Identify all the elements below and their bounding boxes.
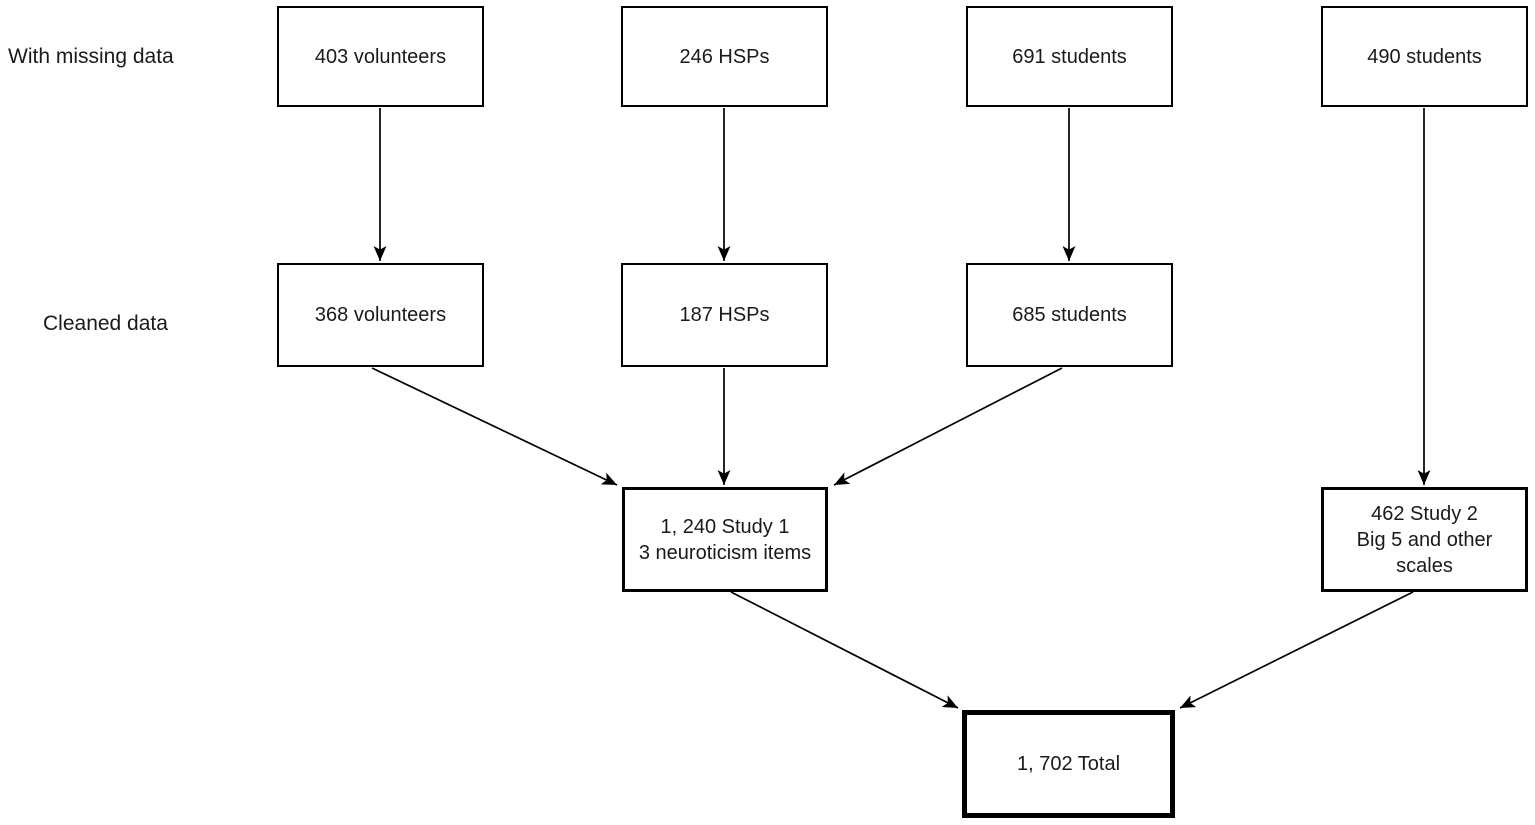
node-label: 403 volunteers xyxy=(314,45,447,68)
arrow-368-to-study1 xyxy=(371,367,618,486)
node-403-volunteers: 403 volunteers xyxy=(277,6,484,107)
node-685-students: 685 students xyxy=(966,263,1173,367)
node-691-students: 691 students xyxy=(966,6,1173,107)
node-label: 490 students xyxy=(1367,45,1482,68)
node-label: 1, 702 Total xyxy=(1016,753,1121,775)
node-study1: 1, 240 Study 1 3 neuroticism items xyxy=(622,487,828,592)
arrow-study1-to-total xyxy=(730,591,959,709)
arrow-study2-to-total xyxy=(1179,591,1414,709)
node-187-hsps: 187 HSPs xyxy=(621,263,828,367)
node-label: 246 HSPs xyxy=(679,45,770,68)
node-study2: 462 Study 2 Big 5 and other scales xyxy=(1321,487,1528,592)
node-label: 691 students xyxy=(1012,45,1127,68)
row-label-cleaned-data: Cleaned data xyxy=(43,312,168,335)
node-label: 462 Study 2 Big 5 and other scales xyxy=(1356,502,1493,577)
node-label: 1, 240 Study 1 3 neuroticism items xyxy=(638,515,812,564)
node-label: 187 HSPs xyxy=(679,304,770,326)
arrow-685-to-study1 xyxy=(833,367,1063,486)
node-490-students: 490 students xyxy=(1321,6,1528,107)
row-label-with-missing-data: With missing data xyxy=(8,45,174,68)
node-total: 1, 702 Total xyxy=(962,710,1175,818)
node-246-hsps: 246 HSPs xyxy=(621,6,828,107)
node-label: 685 students xyxy=(1012,304,1127,326)
node-label: 368 volunteers xyxy=(314,304,447,326)
node-368-volunteers: 368 volunteers xyxy=(277,263,484,367)
